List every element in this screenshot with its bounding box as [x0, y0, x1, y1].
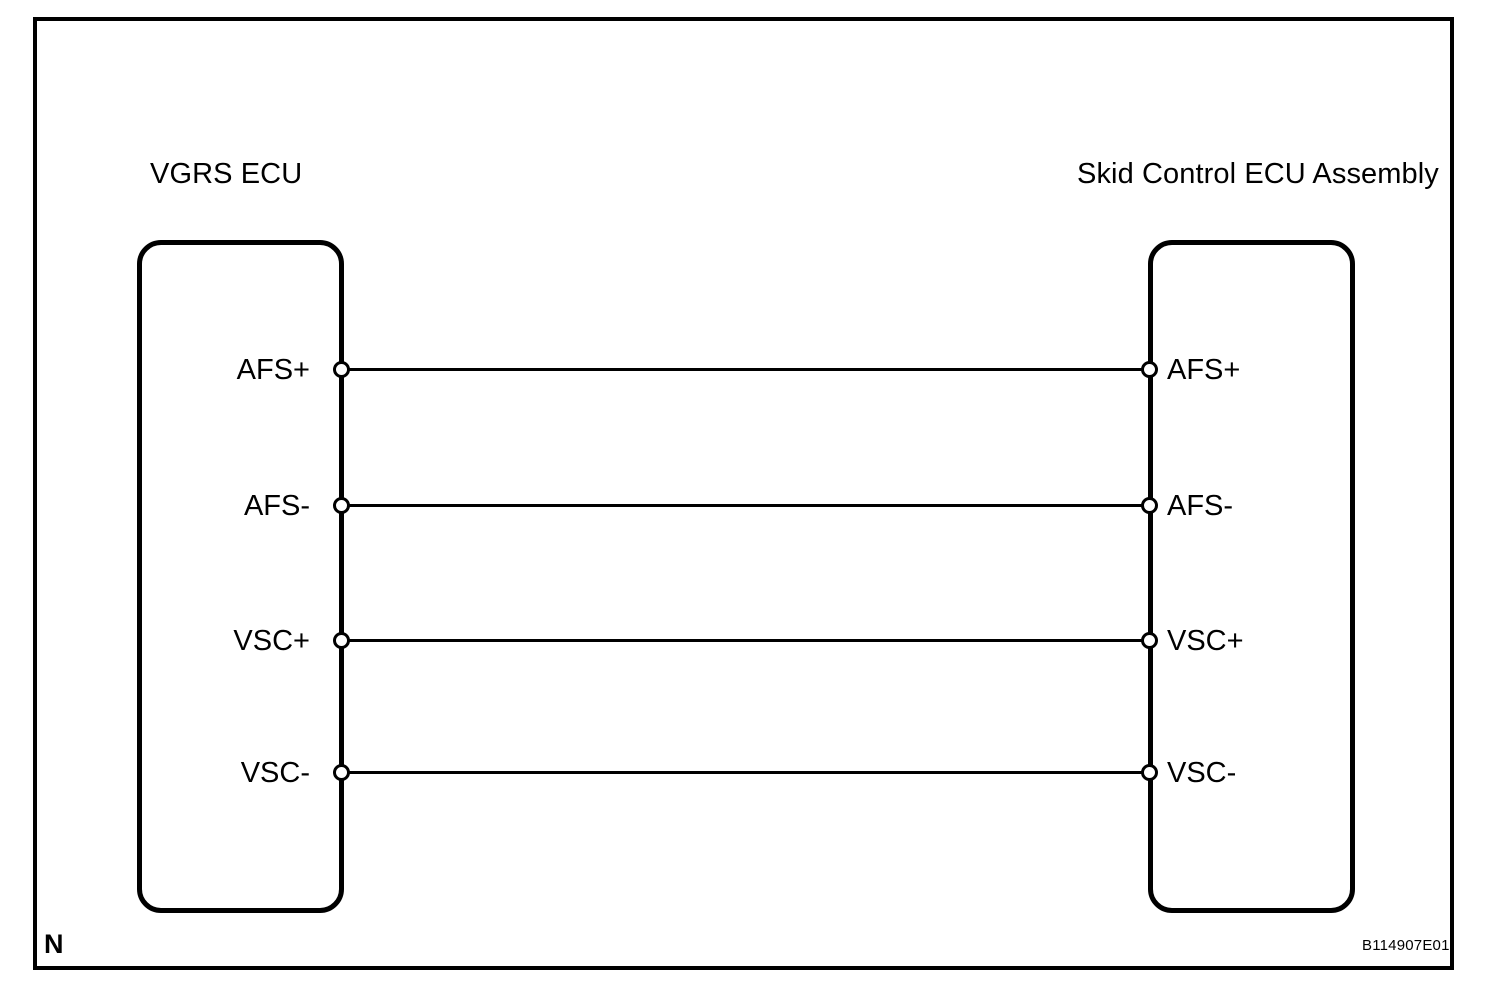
left-pin-label-afs-minus: AFS- [243, 490, 310, 522]
left-ecu-box [137, 240, 344, 913]
right-terminal-afs-plus[interactable] [1141, 361, 1158, 378]
wire-afs-minus [341, 504, 1151, 507]
left-pin-label-afs-plus: AFS+ [236, 354, 310, 386]
right-pin-label-vsc-minus: VSC- [1167, 757, 1237, 789]
wire-afs-plus [341, 368, 1151, 371]
right-terminal-vsc-minus[interactable] [1141, 764, 1158, 781]
right-terminal-afs-minus[interactable] [1141, 497, 1158, 514]
wire-vsc-plus [341, 639, 1151, 642]
right-pin-label-afs-plus: AFS+ [1167, 354, 1241, 386]
right-pin-label-afs-minus: AFS- [1167, 490, 1234, 522]
left-terminal-afs-minus[interactable] [333, 497, 350, 514]
revision-marker: N [44, 929, 64, 959]
left-terminal-vsc-plus[interactable] [333, 632, 350, 649]
right-ecu-box [1148, 240, 1355, 913]
right-pin-label-vsc-plus: VSC+ [1167, 625, 1244, 657]
diagram-code: B114907E01 [1362, 937, 1450, 954]
left-terminal-afs-plus[interactable] [333, 361, 350, 378]
left-terminal-vsc-minus[interactable] [333, 764, 350, 781]
left-pin-label-vsc-plus: VSC+ [233, 625, 310, 657]
wire-vsc-minus [341, 771, 1151, 774]
left-pin-label-vsc-minus: VSC- [240, 757, 310, 789]
left-ecu-title: VGRS ECU [150, 158, 303, 190]
right-terminal-vsc-plus[interactable] [1141, 632, 1158, 649]
right-ecu-title: Skid Control ECU Assembly [1077, 158, 1439, 190]
